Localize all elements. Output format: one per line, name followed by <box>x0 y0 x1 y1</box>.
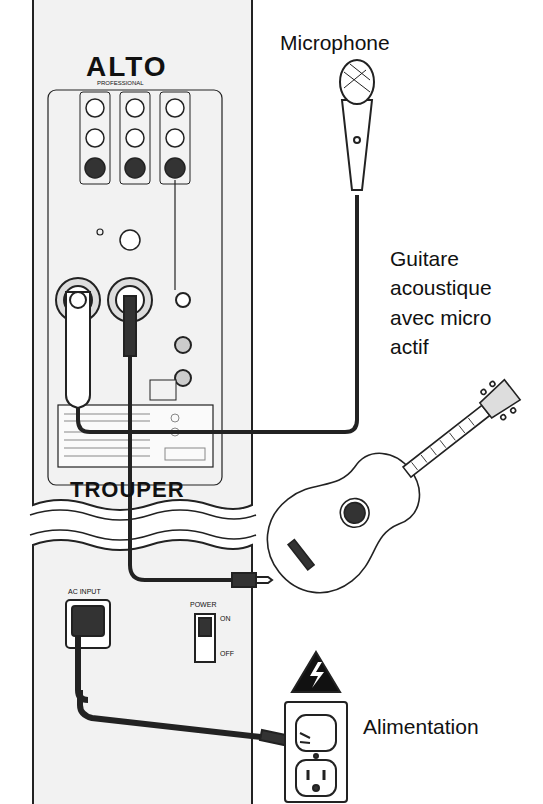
xlr-plug <box>66 292 90 408</box>
label: Microphone <box>280 30 390 55</box>
wall-outlet <box>285 702 347 802</box>
knob <box>85 99 185 250</box>
label: ALTO <box>86 50 168 84</box>
power-cord <box>80 690 270 738</box>
label: PROFESSIONAL <box>97 80 144 87</box>
jack-plug <box>124 296 136 356</box>
label: AC INPUT <box>68 588 101 596</box>
label: Alimentation <box>363 714 479 739</box>
guitar-cable <box>130 356 232 580</box>
label: TROUPER <box>70 477 185 503</box>
ac-inlet <box>66 600 110 648</box>
label: OFF <box>220 650 234 658</box>
warning-symbol <box>292 652 340 692</box>
microphone <box>340 60 374 190</box>
label: Guitare acoustique avec micro actif <box>390 244 535 362</box>
label: POWER <box>190 601 216 609</box>
acoustic-guitar <box>247 349 543 613</box>
microphone-cable <box>78 195 357 432</box>
jack-plug <box>232 573 256 587</box>
label: ON <box>220 615 231 623</box>
power-switch <box>195 614 215 662</box>
